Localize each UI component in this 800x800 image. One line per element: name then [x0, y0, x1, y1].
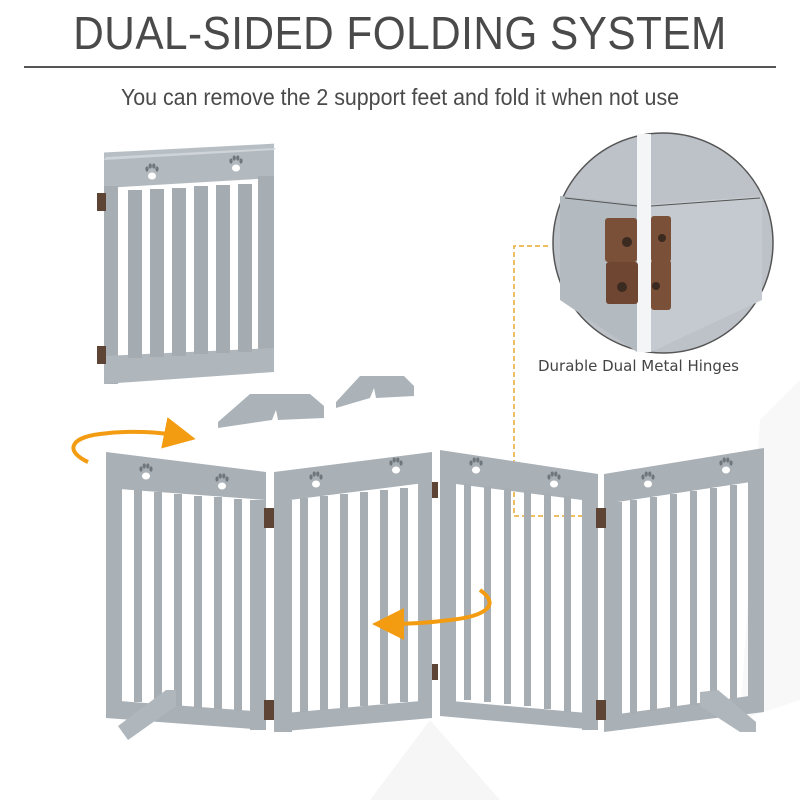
hinge-icon — [264, 482, 606, 720]
support-foot — [118, 690, 176, 740]
hinge-icon — [97, 193, 106, 211]
support-foot — [336, 376, 414, 408]
rotate-arrow-icon — [372, 588, 492, 640]
gate-panel-2 — [274, 452, 432, 732]
hinge-callout-label: Durable Dual Metal Hinges — [538, 357, 739, 375]
callout-leader-line — [513, 245, 598, 517]
page-title: DUAL-SIDED FOLDING SYSTEM — [73, 7, 727, 59]
title-divider — [24, 66, 776, 68]
folded-gate — [97, 143, 276, 384]
bg-shape — [370, 720, 500, 800]
hinge-icon — [605, 216, 671, 310]
gate-panel-1 — [106, 452, 266, 740]
support-foot — [218, 394, 324, 428]
support-foot — [700, 690, 756, 732]
gate-panel-3 — [440, 450, 598, 730]
gate-panels — [106, 448, 764, 740]
gate-panel-4 — [604, 448, 764, 732]
subtitle: You can remove the 2 support feet and fo… — [120, 84, 680, 110]
rotate-arrow-icon — [71, 417, 196, 464]
hinge-icon — [97, 346, 106, 364]
hinge-callout — [552, 132, 774, 354]
